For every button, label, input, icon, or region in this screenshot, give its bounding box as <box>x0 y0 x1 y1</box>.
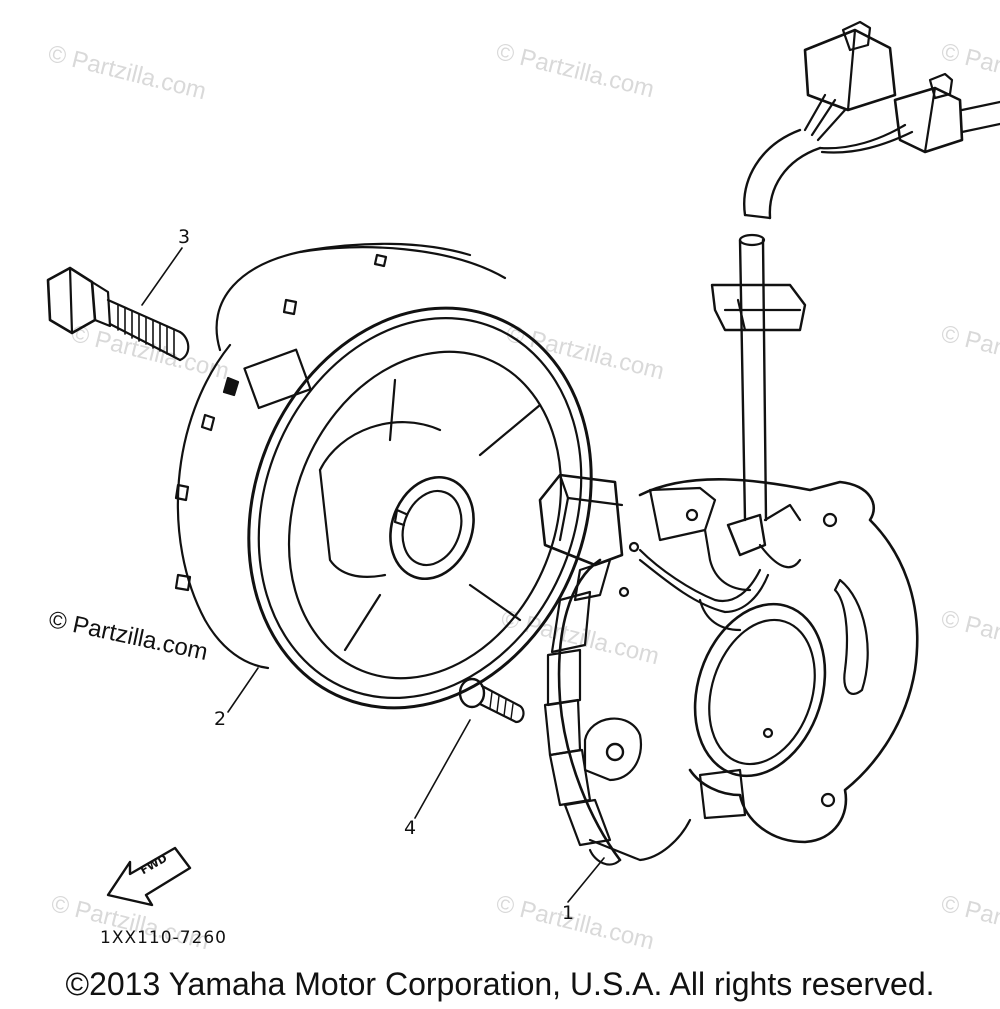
leader-lines <box>141 247 605 903</box>
screw <box>458 677 525 724</box>
callout-screw: 4 <box>404 817 417 839</box>
callout-bolt: 3 <box>178 226 191 248</box>
leader-line-4 <box>414 719 471 819</box>
fwd-arrow-icon <box>106 846 192 907</box>
callout-rotor: 2 <box>214 708 227 730</box>
diagram-part-code: 1XX110-7260 <box>100 928 227 948</box>
wire-harness <box>710 20 1000 522</box>
copyright-notice: ©2013 Yamaha Motor Corporation, U.S.A. A… <box>65 966 935 1002</box>
flange-bolt <box>46 266 190 362</box>
callout-stator: 1 <box>562 902 575 924</box>
leader-line-1 <box>567 857 605 903</box>
leader-line-3 <box>141 247 183 306</box>
leader-line-2 <box>227 667 259 713</box>
stator-assembly <box>538 473 919 866</box>
flywheel-rotor <box>174 242 593 710</box>
